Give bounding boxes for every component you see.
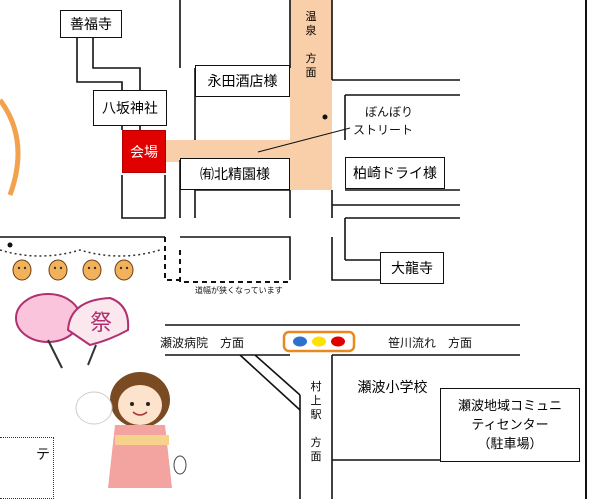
onsen-char-1: 温 [305, 10, 317, 23]
matsuri-fan-icon: 祭 [66, 296, 130, 366]
bonbori-street-label: ぼんぼり ストリート [353, 103, 414, 139]
community-line-2: ティセンター [471, 417, 549, 433]
info-note-box: テ [0, 437, 54, 499]
bonbori-line-2: ストリート [353, 123, 414, 137]
narrow-road-note: 道幅が狭くなっています [195, 286, 283, 295]
traffic-signal-icon [282, 330, 356, 353]
sasagawa-direction-label: 笹川流れ 方面 [388, 336, 473, 350]
cotton-candy-icon [15, 293, 81, 369]
dairyuji-temple: 大龍寺 [380, 252, 444, 284]
seha-community-center: 瀬波地域コミュニ ティセンター （駐車場） [440, 388, 580, 462]
murakami-station-direction-label: 村 上 駅 方 面 [309, 380, 323, 464]
onsen-direction-label: 温 泉 方 面 [304, 10, 318, 80]
murakami-char-2: 上 [310, 394, 322, 407]
festival-lanterns-icon [12, 259, 134, 281]
murakami-char-4: 方 [310, 436, 322, 449]
bonbori-line-1: ぼんぼり [365, 105, 414, 119]
kashiwazaki-dry-cleaner: 柏崎ドライ様 [345, 157, 445, 189]
narrow-road-dashes [164, 237, 290, 283]
svg-text:祭: 祭 [90, 311, 112, 336]
onsen-gap [304, 38, 318, 52]
bonbori-pointer [257, 127, 351, 153]
kitaseien-store: ㈲北精園様 [180, 158, 290, 190]
venue-approach-highlight [165, 140, 290, 162]
bullet-dot [7, 242, 13, 248]
lantern-string [0, 249, 161, 257]
bonbori-street-highlight [290, 0, 332, 190]
orange-arc-decoration [0, 98, 21, 196]
community-line-3: （駐車場） [477, 436, 543, 452]
onsen-char-2: 泉 [305, 24, 317, 37]
seha-elementary-school: 瀬波小学校 [345, 370, 440, 404]
onsen-char-4: 面 [305, 66, 317, 79]
seha-hospital-direction-label: 瀬波病院 方面 [160, 336, 245, 350]
info-note-text: テ [36, 447, 50, 463]
bonbori-point [322, 114, 328, 120]
zenpukuji-temple: 善福寺 [60, 10, 122, 38]
onsen-char-3: 方 [305, 52, 317, 65]
murakami-gap [309, 422, 323, 436]
murakami-char-1: 村 [310, 380, 322, 393]
community-line-1: 瀬波地域コミュニ [457, 398, 562, 414]
venue-kaijo: 会場 [122, 130, 166, 173]
hasaka-shrine: 八坂神社 [93, 90, 167, 126]
nagata-liquor-store: 永田酒店様 [195, 65, 290, 97]
girl-in-yukata-illustration [75, 372, 187, 488]
murakami-char-3: 駅 [310, 408, 322, 421]
murakami-char-5: 面 [310, 450, 322, 463]
